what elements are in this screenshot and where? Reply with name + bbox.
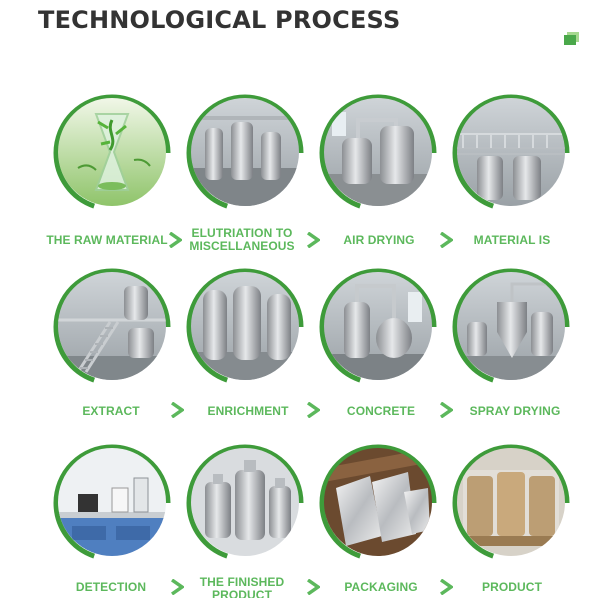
step-label: ELUTRIATION TO MISCELLANEOUS — [189, 226, 295, 253]
concrete-equipment-photo — [324, 272, 432, 380]
laboratory-photo — [58, 448, 166, 556]
step-product-image — [449, 443, 573, 567]
hourglass-herbs-photo — [58, 98, 166, 206]
chevron-right-icon — [306, 232, 320, 248]
step-label: THE FINISHED PRODUCT — [199, 576, 285, 598]
chevron-right-icon — [306, 402, 320, 418]
drying-equipment-photo — [324, 98, 432, 206]
step-elutriation-image — [183, 93, 307, 217]
step-concrete-image — [316, 267, 440, 391]
chevron-right-icon — [170, 402, 184, 418]
step-label: CONCRETE — [346, 404, 416, 418]
step-detection-image — [50, 443, 174, 567]
step-label: AIR DRYING — [343, 233, 415, 247]
step-label: PACKAGING — [344, 580, 418, 594]
step-packaging-image — [316, 443, 440, 567]
foil-bags-photo — [324, 448, 432, 556]
spray-dryer-photo — [457, 272, 565, 380]
chevron-right-icon — [439, 579, 453, 595]
chevron-right-icon — [439, 402, 453, 418]
chevron-right-icon — [170, 579, 184, 595]
step-label: SPRAY DRYING — [469, 404, 561, 418]
extraction-stairs-photo — [58, 272, 166, 380]
stacked-squares-icon — [564, 32, 579, 45]
step-enrichment-image — [183, 267, 307, 391]
steel-tanks-factory-photo — [191, 98, 299, 206]
step-label: MATERIAL IS — [473, 233, 551, 247]
chevron-right-icon — [306, 579, 320, 595]
step-label: DETECTION — [75, 580, 147, 594]
step-label: THE RAW MATERIAL — [46, 233, 168, 247]
step-air-drying-image — [316, 93, 440, 217]
chevron-right-icon — [439, 232, 453, 248]
page-title: TECHNOLOGICAL PROCESS — [38, 6, 401, 34]
step-label: EXTRACT — [82, 404, 140, 418]
step-label: ENRICHMENT — [207, 404, 289, 418]
chevron-right-icon — [168, 232, 182, 248]
stainless-tank-platform-photo — [457, 98, 565, 206]
step-label: PRODUCT — [481, 580, 543, 594]
enrichment-tanks-photo — [191, 272, 299, 380]
step-material-image — [449, 93, 573, 217]
step-finished-product-image — [183, 443, 307, 567]
step-extract-image — [50, 267, 174, 391]
aluminium-bottles-photo — [191, 448, 299, 556]
step-spray-drying-image — [449, 267, 573, 391]
wrapped-drums-pallet-photo — [457, 448, 565, 556]
step-raw-material-image — [50, 93, 174, 217]
